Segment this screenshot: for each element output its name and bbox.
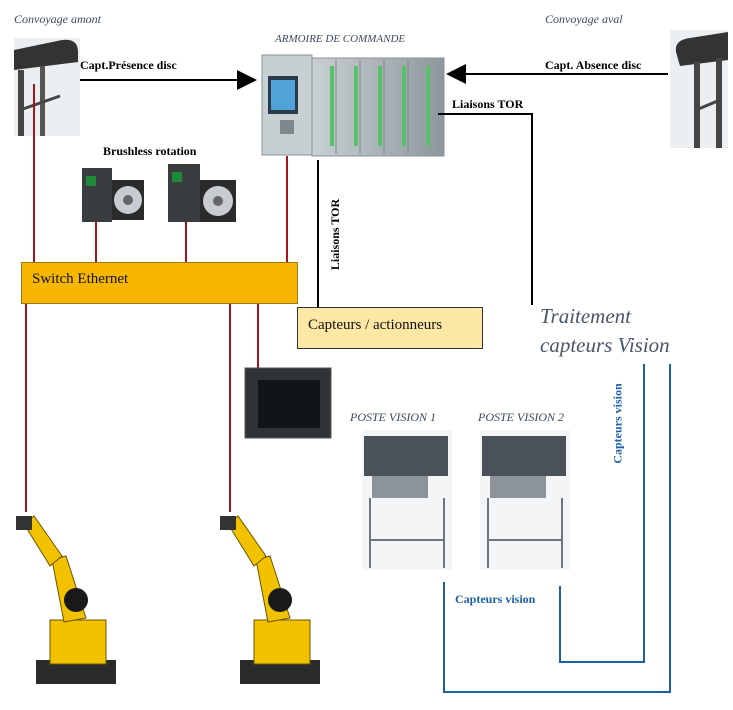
vision-station-2-image: [480, 430, 570, 570]
capteurs-actionneurs-label: Capteurs / actionneurs: [308, 317, 443, 333]
label-convoyage-amont: Convoyage amont: [14, 12, 101, 26]
conveyor-upstream-image: [14, 38, 80, 136]
vision-sensor-connections: [443, 364, 671, 693]
brushless-drive-1-image: [82, 168, 144, 222]
robot-1-image: [16, 515, 116, 684]
ethernet-connections: [25, 84, 288, 512]
traitement-line-1: Traitement: [540, 304, 632, 328]
traitement-line-2: capteurs Vision: [540, 333, 670, 357]
hmi-panel-image: [244, 367, 332, 439]
label-brushless: Brushless rotation: [103, 144, 197, 158]
label-liaisons-tor-vertical: Liaisons TOR: [328, 198, 343, 271]
conveyor-downstream-image: [670, 30, 728, 148]
switch-ethernet-label: Switch Ethernet: [32, 271, 129, 287]
capteurs-actionneurs-box: Capteurs / actionneurs: [297, 307, 483, 349]
tor-connections: [80, 64, 668, 307]
label-poste-vision-2: POSTE VISION 2: [478, 410, 564, 424]
robot-2-image: [220, 515, 320, 684]
label-capteurs-vision-vertical: Capteurs vision: [610, 383, 625, 464]
vision-station-1-image: [362, 430, 452, 570]
label-convoyage-aval: Convoyage aval: [545, 12, 623, 26]
label-capt-presence: Capt.Présence disc: [80, 58, 177, 72]
label-poste-vision-1: POSTE VISION 1: [350, 410, 436, 424]
label-capteurs-vision-horizontal: Capteurs vision: [455, 592, 536, 606]
brushless-drive-2-image: [168, 164, 236, 222]
label-armoire: ARMOIRE DE COMMANDE: [275, 33, 406, 45]
plc-cabinet-image: [261, 54, 445, 157]
traitement-vision-title: Traitement capteurs Vision: [540, 302, 670, 360]
label-liaisons-tor-horizontal: Liaisons TOR: [452, 97, 524, 111]
label-capt-absence: Capt. Absence disc: [545, 58, 642, 72]
switch-ethernet-box: Switch Ethernet: [21, 262, 298, 304]
